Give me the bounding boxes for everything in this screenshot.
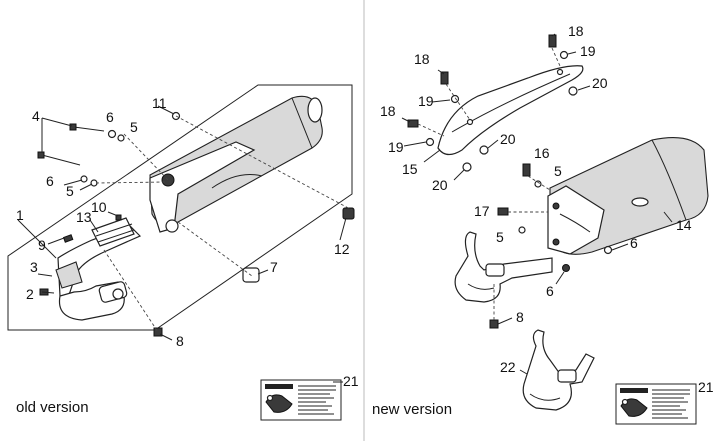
callout-10: 10 (91, 199, 107, 215)
assembly-frame (7, 84, 353, 331)
callout-14: 14 (676, 217, 692, 233)
washer-19b (450, 94, 460, 104)
callout-20b: 20 (500, 131, 516, 147)
grommet-20c (462, 162, 472, 172)
callout-18b: 18 (414, 51, 430, 67)
washer-19c (425, 137, 435, 147)
bolts-upper (37, 123, 125, 187)
callout-5a: 5 (554, 163, 562, 179)
muffler-bracket (149, 141, 256, 233)
callout-6b: 6 (546, 283, 554, 299)
washer-5b (518, 226, 526, 234)
flange (91, 217, 135, 247)
callout-21-new: 21 (698, 379, 714, 395)
callout-20c: 20 (432, 177, 448, 193)
grommet-20b (479, 145, 489, 155)
callout-18c: 18 (380, 103, 396, 119)
bolt-9 (62, 234, 74, 243)
bolt-17 (497, 207, 509, 216)
header-pipe-22 (522, 329, 595, 411)
callout-11: 11 (152, 95, 167, 111)
callout-16: 16 (534, 145, 550, 161)
callout-20a: 20 (592, 75, 608, 91)
callout-1: 1 (16, 207, 24, 223)
new-version-assembly: 18 19 18 20 19 18 19 20 15 20 16 5 17 5 … (372, 23, 714, 425)
callout-4: 4 (32, 108, 40, 124)
nut-6b (562, 264, 570, 272)
nut-8 (153, 327, 163, 337)
callout-8-new: 8 (516, 309, 524, 325)
callout-5b: 5 (66, 183, 74, 199)
callout-5: 5 (130, 119, 138, 135)
washer-6a (603, 245, 613, 255)
bolt-18c (407, 119, 419, 128)
nut-8-new (489, 319, 499, 329)
old-version-assembly: 4 6 5 11 1 6 5 10 13 9 3 2 7 12 8 21 old… (7, 84, 359, 421)
caption-new-version: new version (372, 401, 452, 418)
label-sticker-21-new (615, 383, 697, 425)
grommet-20a (568, 86, 578, 96)
callout-2: 2 (26, 286, 34, 302)
callout-21: 21 (343, 373, 359, 389)
callout-18a: 18 (568, 23, 584, 39)
callout-3: 3 (30, 259, 38, 275)
bolt-18a (548, 34, 557, 48)
callout-6: 6 (106, 109, 114, 125)
callout-7: 7 (270, 259, 278, 275)
stud-10 (115, 214, 122, 221)
bolt-18b (440, 71, 449, 85)
washer-19a (559, 50, 569, 60)
callout-19a: 19 (580, 43, 596, 59)
callout-19b: 19 (418, 93, 434, 109)
callout-6a: 6 (630, 235, 638, 251)
callout-5b: 5 (496, 229, 504, 245)
label-sticker-21 (260, 379, 343, 421)
callout-9: 9 (38, 237, 46, 253)
nut-12 (342, 207, 355, 220)
callout-22: 22 (500, 359, 516, 375)
caption-old-version: old version (16, 399, 89, 416)
washer-5a (534, 180, 542, 188)
callout-6b: 6 (46, 173, 54, 189)
callout-15: 15 (402, 161, 418, 177)
callout-13: 13 (76, 209, 92, 225)
heat-shield-upper (437, 65, 584, 156)
callout-12: 12 (334, 241, 350, 257)
callout-17: 17 (474, 203, 490, 219)
bolt-16 (522, 163, 531, 177)
callout-8: 8 (176, 333, 184, 349)
muffler-bracket-new (547, 185, 605, 255)
callout-19c: 19 (388, 139, 404, 155)
